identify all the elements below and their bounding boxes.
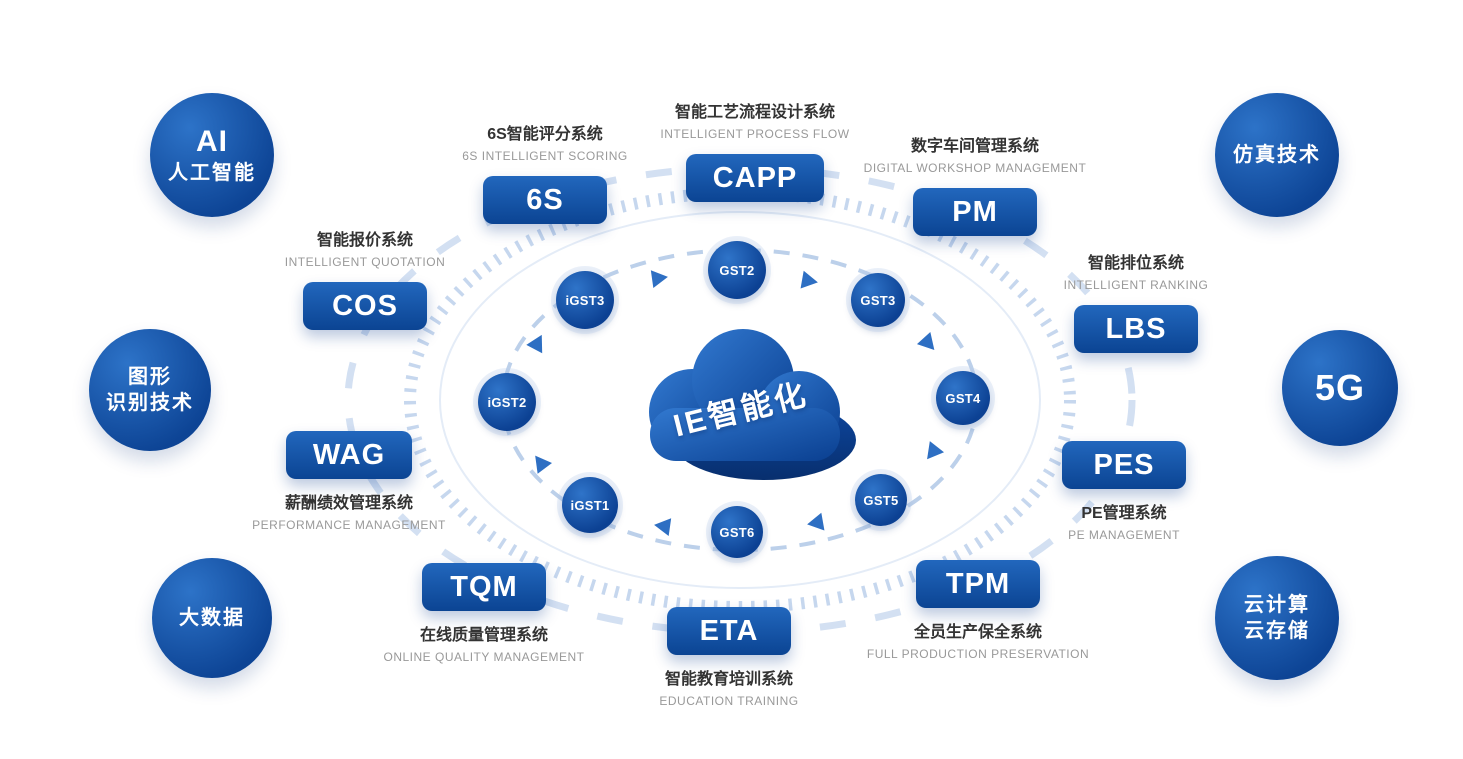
flow-arrow-icon (805, 512, 825, 534)
gst-node-label: GST6 (719, 524, 755, 540)
system-badge-cos: COS (303, 282, 427, 330)
tech-circle-big-data: 大数据 (152, 558, 272, 678)
system-lbs: 智能排位系统 INTELLIGENT RANKING LBS (1018, 253, 1254, 353)
gst-node-label: GST5 (863, 492, 899, 508)
tech-label: 识别技术 (106, 391, 194, 414)
flow-arrow-icon (800, 270, 820, 292)
system-pm: 数字车间管理系统 DIGITAL WORKSHOP MANAGEMENT PM (857, 136, 1093, 236)
gst-node-label: iGST1 (570, 497, 610, 513)
system-badge-tpm: TPM (916, 560, 1040, 608)
tech-circle-cloud: 云计算 云存储 (1215, 556, 1339, 680)
gst-node-label: GST4 (945, 390, 981, 406)
system-badge-tqm: TQM (422, 563, 546, 611)
system-name-en: EDUCATION TRAINING (659, 694, 799, 708)
system-name-zh: 薪酬绩效管理系统 (284, 495, 413, 512)
gst-node-label: iGST2 (487, 394, 527, 410)
system-wag: 薪酬绩效管理系统 PERFORMANCE MANAGEMENT WAG (231, 431, 467, 533)
gst-node-label: iGST3 (565, 292, 605, 308)
system-tqm: 在线质量管理系统 ONLINE QUALITY MANAGEMENT TQM (366, 563, 602, 665)
system-name-zh: 数字车间管理系统 (910, 138, 1039, 155)
system-badge-6s: 6S (483, 176, 607, 224)
system-name-en: INTELLIGENT QUOTATION (284, 255, 446, 269)
system-name-zh: 在线质量管理系统 (419, 627, 548, 644)
tech-label: 图形 (128, 365, 172, 388)
system-name-zh: PE管理系统 (1081, 505, 1167, 522)
system-pes: PE管理系统 PE MANAGEMENT PES (1006, 441, 1242, 543)
tech-label: AI (196, 124, 228, 158)
system-badge-eta: ETA (667, 607, 791, 655)
gst-node-gst2: GST2 (708, 241, 766, 299)
tech-label: 5G (1314, 367, 1366, 409)
tech-label: 仿真技术 (1233, 143, 1321, 166)
system-name-zh: 智能工艺流程设计系统 (674, 104, 835, 121)
system-name-en: INTELLIGENT PROCESS FLOW (660, 127, 850, 141)
gst-node-igst1: iGST1 (562, 477, 618, 533)
cloud-icon (649, 329, 856, 480)
system-badge-pes: PES (1062, 441, 1186, 489)
flow-arrow-icon (652, 515, 672, 537)
system-name-zh: 智能报价系统 (316, 232, 413, 249)
system-badge-pm: PM (913, 188, 1037, 236)
system-cos: 智能报价系统 INTELLIGENT QUOTATION COS (247, 230, 483, 330)
gst-node-igst3: iGST3 (556, 271, 614, 329)
system-name-zh: 全员生产保全系统 (913, 624, 1042, 641)
gst-node-label: GST2 (719, 262, 755, 278)
center-cloud: IE智能化 (612, 318, 868, 486)
gst-node-gst3: GST3 (851, 273, 905, 327)
tech-circle-5g: 5G (1282, 330, 1398, 446)
system-name-en: PE MANAGEMENT (1068, 528, 1180, 542)
tech-label: 大数据 (179, 606, 245, 629)
flow-arrow-icon (650, 267, 670, 289)
tech-label: 云计算 (1244, 593, 1310, 616)
system-eta: 智能教育培训系统 EDUCATION TRAINING ETA (611, 607, 847, 709)
gst-node-gst6: GST6 (711, 506, 763, 558)
system-name-zh: 智能教育培训系统 (664, 671, 793, 688)
system-name-en: FULL PRODUCTION PRESERVATION (866, 647, 1090, 661)
system-name-en: DIGITAL WORKSHOP MANAGEMENT (863, 161, 1087, 175)
system-name-en: 6S INTELLIGENT SCORING (462, 149, 628, 163)
gst-node-gst4: GST4 (936, 371, 990, 425)
system-badge-lbs: LBS (1074, 305, 1198, 353)
tech-circle-simulation: 仿真技术 (1215, 93, 1339, 217)
tech-label: 人工智能 (168, 162, 256, 185)
system-badge-capp: CAPP (685, 154, 825, 202)
system-6s: 6S智能评分系统 6S INTELLIGENT SCORING 6S (427, 124, 663, 224)
gst-node-label: GST3 (860, 292, 896, 308)
system-name-zh: 6S智能评分系统 (487, 126, 603, 143)
system-name-en: INTELLIGENT RANKING (1063, 278, 1209, 292)
tech-circle-graphic-recognition: 图形 识别技术 (89, 329, 211, 451)
system-name-en: PERFORMANCE MANAGEMENT (252, 518, 446, 532)
system-name-zh: 智能排位系统 (1087, 255, 1184, 272)
tech-circle-ai: AI 人工智能 (150, 93, 274, 217)
gst-node-gst5: GST5 (855, 474, 907, 526)
system-name-en: ONLINE QUALITY MANAGEMENT (383, 650, 585, 664)
gst-node-igst2: iGST2 (478, 373, 536, 431)
system-capp: 智能工艺流程设计系统 INTELLIGENT PROCESS FLOW CAPP (637, 102, 873, 202)
tech-label: 云存储 (1244, 619, 1310, 642)
system-tpm: 全员生产保全系统 FULL PRODUCTION PRESERVATION TP… (860, 560, 1096, 662)
system-badge-wag: WAG (285, 431, 413, 479)
